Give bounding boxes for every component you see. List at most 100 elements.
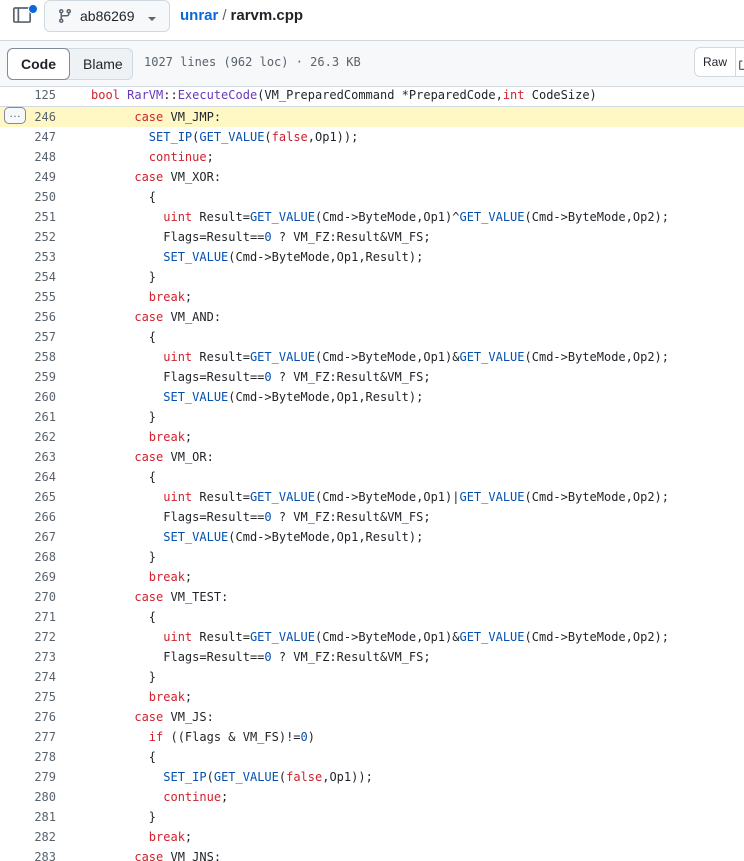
line-number[interactable]: 272 bbox=[34, 630, 56, 644]
notification-dot bbox=[28, 4, 38, 14]
branch-selector-button[interactable]: ab86269 bbox=[44, 0, 170, 32]
function-token: SET_VALUE bbox=[163, 250, 229, 264]
line-number[interactable]: 264 bbox=[34, 470, 56, 484]
code-row[interactable]: 256 case VM_AND: bbox=[0, 307, 744, 327]
line-number[interactable]: 275 bbox=[34, 690, 56, 704]
line-number[interactable]: 282 bbox=[34, 830, 56, 844]
code-row[interactable]: 248 continue; bbox=[0, 147, 744, 167]
code-row[interactable]: …246 case VM_JMP: bbox=[0, 107, 744, 127]
line-number[interactable]: 256 bbox=[34, 310, 56, 324]
line-number[interactable]: 250 bbox=[34, 190, 56, 204]
line-number[interactable]: 273 bbox=[34, 650, 56, 664]
code-token: Result= bbox=[192, 210, 250, 224]
code-row[interactable]: 254 } bbox=[0, 267, 744, 287]
line-number[interactable]: 265 bbox=[34, 490, 56, 504]
code-row[interactable]: 259 Flags=Result==0 ? VM_FZ:Result&VM_FS… bbox=[0, 367, 744, 387]
code-row[interactable]: 255 break; bbox=[0, 287, 744, 307]
code-row[interactable]: 251 uint Result=GET_VALUE(Cmd->ByteMode,… bbox=[0, 207, 744, 227]
line-number[interactable]: 246 bbox=[34, 110, 56, 124]
code-row[interactable]: 252 Flags=Result==0 ? VM_FZ:Result&VM_FS… bbox=[0, 227, 744, 247]
line-number[interactable]: 260 bbox=[34, 390, 56, 404]
line-number[interactable]: 262 bbox=[34, 430, 56, 444]
blame-tab-button[interactable]: Blame bbox=[83, 56, 123, 72]
code-row[interactable]: 263 case VM_OR: bbox=[0, 447, 744, 467]
code-row[interactable]: 278 { bbox=[0, 747, 744, 767]
sidebar-toggle-button[interactable] bbox=[13, 4, 38, 28]
line-number[interactable]: 266 bbox=[34, 510, 56, 524]
line-number[interactable]: 254 bbox=[34, 270, 56, 284]
breadcrumb-repo-link[interactable]: unrar bbox=[180, 7, 219, 24]
line-options-button[interactable]: … bbox=[4, 107, 26, 124]
code-row[interactable]: 262 break; bbox=[0, 427, 744, 447]
code-row[interactable]: 266 Flags=Result==0 ? VM_FZ:Result&VM_FS… bbox=[0, 507, 744, 527]
line-number[interactable]: 268 bbox=[34, 550, 56, 564]
line-number[interactable]: 252 bbox=[34, 230, 56, 244]
line-number[interactable]: 267 bbox=[34, 530, 56, 544]
code-row[interactable]: 281 } bbox=[0, 807, 744, 827]
line-number[interactable]: 269 bbox=[34, 570, 56, 584]
code-token: (Cmd->ByteMode,Op1)^ bbox=[314, 210, 460, 224]
code-row[interactable]: 257 { bbox=[0, 327, 744, 347]
code-row[interactable]: 269 break; bbox=[0, 567, 744, 587]
line-number[interactable]: 276 bbox=[34, 710, 56, 724]
file-toolbar: Code Blame 1027 lines (962 loc) · 26.3 K… bbox=[0, 41, 744, 87]
code-row[interactable]: 249 case VM_XOR: bbox=[0, 167, 744, 187]
line-number[interactable]: 251 bbox=[34, 210, 56, 224]
line-number[interactable]: 279 bbox=[34, 770, 56, 784]
line-number[interactable]: 263 bbox=[34, 450, 56, 464]
code-tab-button[interactable]: Code bbox=[7, 48, 70, 80]
line-number[interactable]: 258 bbox=[34, 350, 56, 364]
line-number[interactable]: 283 bbox=[34, 850, 56, 861]
code-token bbox=[91, 770, 163, 784]
line-number[interactable]: 277 bbox=[34, 730, 56, 744]
breadcrumb-separator: / bbox=[222, 7, 227, 24]
line-number[interactable]: 274 bbox=[34, 670, 56, 684]
code-row[interactable]: 271 { bbox=[0, 607, 744, 627]
line-number[interactable]: 248 bbox=[34, 150, 56, 164]
code-row[interactable]: 258 uint Result=GET_VALUE(Cmd->ByteMode,… bbox=[0, 347, 744, 367]
code-row[interactable]: 276 case VM_JS: bbox=[0, 707, 744, 727]
line-number[interactable]: 281 bbox=[34, 810, 56, 824]
code-token: (Cmd->ByteMode,Op1,Result); bbox=[228, 530, 424, 544]
line-number[interactable]: 259 bbox=[34, 370, 56, 384]
code-row[interactable]: 282 break; bbox=[0, 827, 744, 847]
line-number[interactable]: 249 bbox=[34, 170, 56, 184]
code-row[interactable]: 280 continue; bbox=[0, 787, 744, 807]
code-token: CodeSize) bbox=[524, 88, 597, 102]
sticky-scope-header[interactable]: 125 bool RarVM::ExecuteCode(VM_PreparedC… bbox=[0, 87, 744, 107]
code-token: ( bbox=[264, 130, 272, 144]
code-row[interactable]: 247 SET_IP(GET_VALUE(false,Op1)); bbox=[0, 127, 744, 147]
line-number[interactable]: 257 bbox=[34, 330, 56, 344]
code-row[interactable]: 277 if ((Flags & VM_FS)!=0) bbox=[0, 727, 744, 747]
line-number[interactable]: 261 bbox=[34, 410, 56, 424]
code-row[interactable]: 260 SET_VALUE(Cmd->ByteMode,Op1,Result); bbox=[0, 387, 744, 407]
code-row[interactable]: 274 } bbox=[0, 667, 744, 687]
line-number[interactable]: 270 bbox=[34, 590, 56, 604]
code-row[interactable]: 261 } bbox=[0, 407, 744, 427]
code-row[interactable]: 265 uint Result=GET_VALUE(Cmd->ByteMode,… bbox=[0, 487, 744, 507]
copy-raw-button[interactable] bbox=[736, 47, 744, 77]
code-token: { bbox=[91, 470, 157, 484]
keyword-token: false bbox=[286, 770, 323, 784]
line-number[interactable]: 271 bbox=[34, 610, 56, 624]
code-row[interactable]: 250 { bbox=[0, 187, 744, 207]
code-row[interactable]: 253 SET_VALUE(Cmd->ByteMode,Op1,Result); bbox=[0, 247, 744, 267]
line-number[interactable]: 255 bbox=[34, 290, 56, 304]
code-row[interactable]: 267 SET_VALUE(Cmd->ByteMode,Op1,Result); bbox=[0, 527, 744, 547]
code-row[interactable]: 268 } bbox=[0, 547, 744, 567]
code-row[interactable]: 270 case VM_TEST: bbox=[0, 587, 744, 607]
code-row[interactable]: 272 uint Result=GET_VALUE(Cmd->ByteMode,… bbox=[0, 627, 744, 647]
number-token: 0 bbox=[264, 650, 272, 664]
line-number[interactable]: 278 bbox=[34, 750, 56, 764]
code-row[interactable]: 279 SET_IP(GET_VALUE(false,Op1)); bbox=[0, 767, 744, 787]
code-token: ; bbox=[184, 690, 193, 704]
raw-button[interactable]: Raw bbox=[694, 47, 736, 77]
line-number[interactable]: 280 bbox=[34, 790, 56, 804]
code-row[interactable]: 264 { bbox=[0, 467, 744, 487]
code-row[interactable]: 275 break; bbox=[0, 687, 744, 707]
line-number[interactable]: 253 bbox=[34, 250, 56, 264]
code-token: ; bbox=[184, 430, 193, 444]
line-number[interactable]: 247 bbox=[34, 130, 56, 144]
code-row[interactable]: 283 case VM_JNS: bbox=[0, 847, 744, 861]
code-row[interactable]: 273 Flags=Result==0 ? VM_FZ:Result&VM_FS… bbox=[0, 647, 744, 667]
